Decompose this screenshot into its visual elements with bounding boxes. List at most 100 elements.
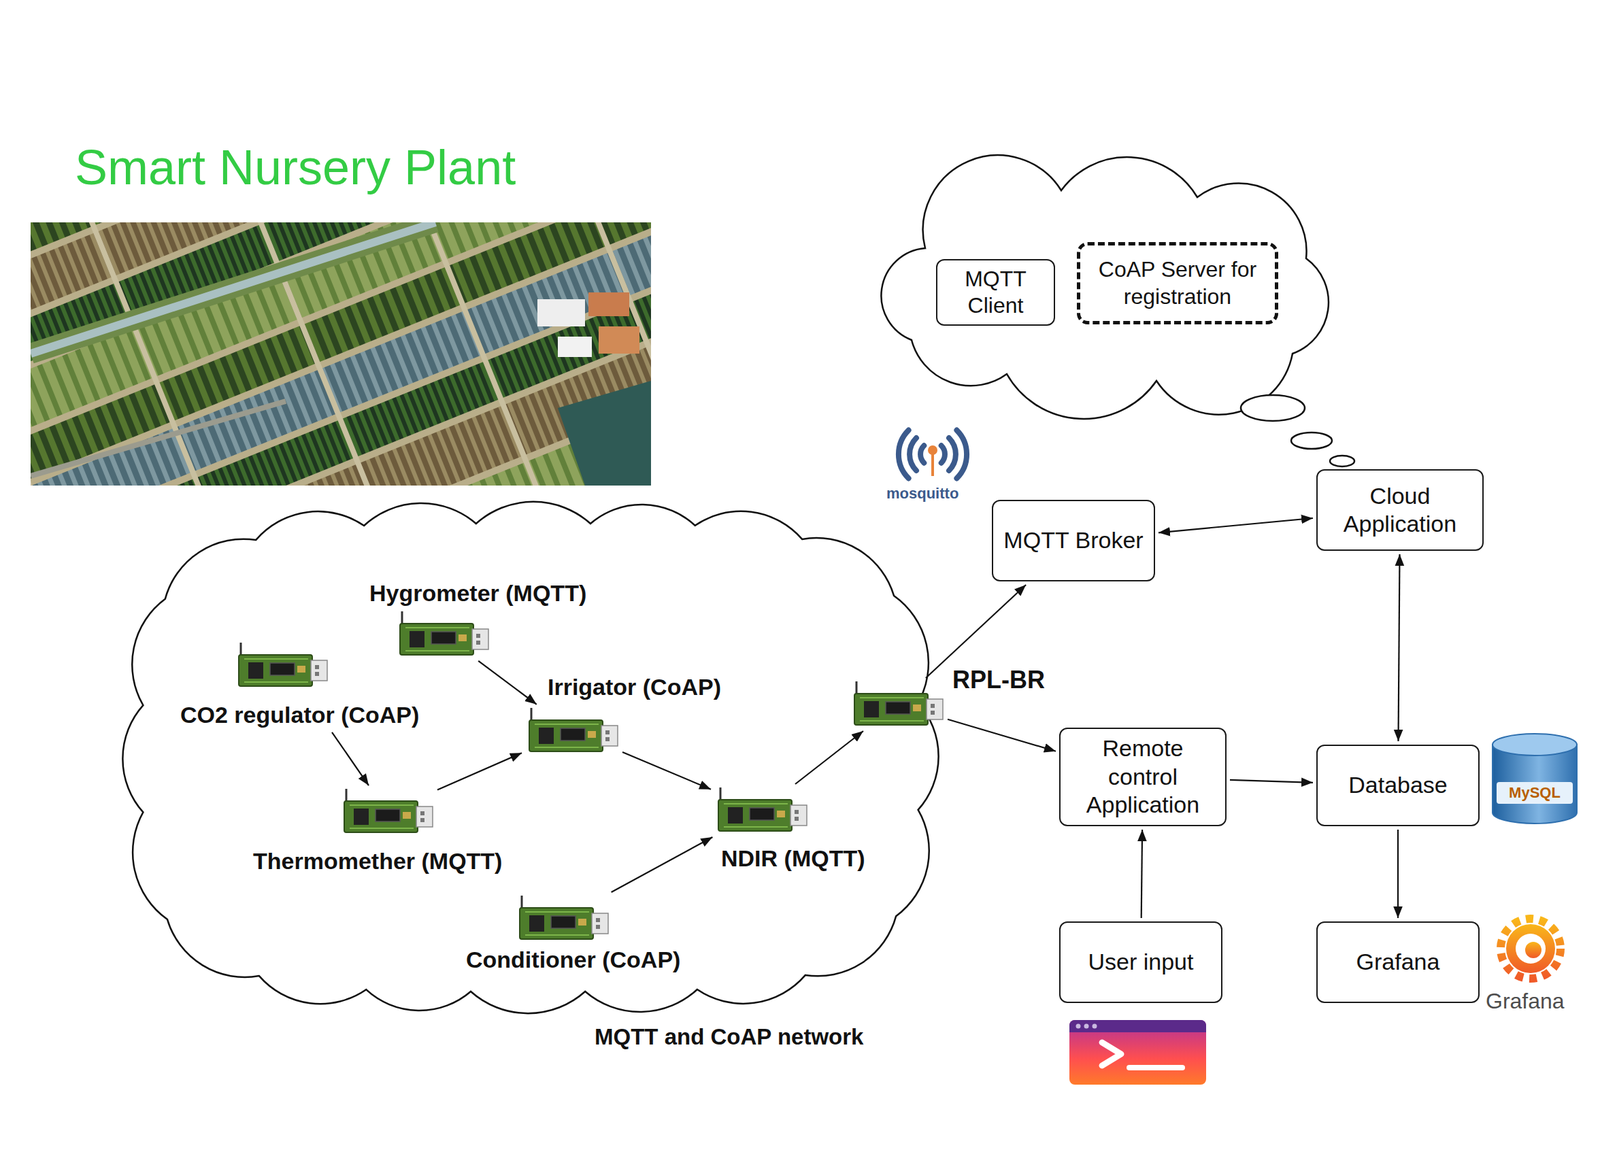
box-text-group: Database	[1348, 771, 1448, 800]
box-text-group: CoAP Server for registration	[1088, 256, 1267, 310]
sensor-label: Irrigator (CoAP)	[547, 673, 722, 702]
box-text-group: MQTT Client	[945, 265, 1046, 320]
box-label: MQTT Client	[945, 265, 1046, 320]
sensor-mote-icon	[234, 642, 329, 690]
mosquitto-icon	[898, 430, 967, 479]
signal-arc	[909, 438, 917, 471]
title-text: Smart Nursery Plant	[74, 142, 516, 192]
box-text-group: Cloud Application	[1325, 482, 1475, 539]
sensor-mote-icon	[525, 708, 620, 755]
aerial-photo	[30, 222, 652, 486]
cylinder-body	[1492, 744, 1577, 824]
terminal-window	[1069, 1020, 1207, 1086]
arrow-connector	[622, 752, 711, 790]
arrow-connector	[331, 732, 369, 786]
label-band	[1496, 782, 1573, 805]
sensor-node: Thermomether (MQTT)	[253, 789, 503, 876]
cloud-outline	[880, 155, 1329, 420]
window-dot	[1092, 1024, 1098, 1030]
cylinder-top	[1492, 734, 1577, 756]
sensor-node: Irrigator (CoAP)	[525, 673, 722, 755]
label-wrap: MySQL	[1496, 783, 1573, 803]
box-label: Database	[1348, 771, 1448, 800]
sensor-label: Hygrometer (MQTT)	[369, 579, 587, 608]
grafana-icon	[1500, 919, 1561, 979]
sensor-mote-icon	[714, 787, 809, 835]
arrow-connector	[1141, 829, 1143, 919]
box-label: User input	[1088, 948, 1194, 977]
gear-ring	[1506, 924, 1556, 974]
mote-board	[717, 787, 807, 832]
gear-teeth	[1500, 919, 1561, 979]
arrow-connector	[1398, 554, 1400, 742]
arrow-connector	[947, 719, 1056, 752]
sensor-mote-icon	[515, 895, 610, 943]
arrow-connector	[478, 661, 537, 705]
mote-board	[853, 681, 943, 726]
building	[557, 336, 592, 358]
process-box: Grafana	[1316, 921, 1480, 1004]
dirt	[30, 222, 652, 486]
box-label: MQTT Broker	[1003, 526, 1143, 555]
sensor-mote-icon	[340, 789, 435, 836]
thought-bubble	[1329, 455, 1355, 467]
building	[598, 326, 640, 354]
sensor-label-group: RPL-BR	[952, 665, 1045, 695]
sensor-label-group: Thermomether (MQTT)	[253, 847, 503, 876]
sensor-label-group: Conditioner (CoAP)	[465, 946, 681, 975]
gear-hole	[1515, 934, 1546, 964]
label-wrap: mosquitto	[886, 484, 959, 504]
prompt-chevron	[1102, 1042, 1122, 1066]
arrow-connector	[795, 731, 864, 785]
sensor-label-group: Irrigator (CoAP)	[547, 673, 722, 702]
antenna-stick	[931, 453, 935, 477]
sensor-label: CO2 regulator (CoAP)	[180, 701, 420, 730]
terminal-icon	[1069, 1020, 1207, 1086]
pond	[557, 380, 652, 486]
sensor-label: Conditioner (CoAP)	[465, 946, 681, 975]
sensor-node: RPL-BR	[850, 665, 1045, 728]
box-text-group: User input	[1088, 948, 1194, 977]
logo-label: MySQL	[1496, 783, 1573, 803]
sensor-label-group: NDIR (MQTT)	[721, 844, 866, 873]
sensor-node: Hygrometer (MQTT)	[369, 579, 587, 658]
process-box: MQTT Client	[936, 259, 1056, 326]
field-rows	[30, 222, 652, 486]
sensor-node: NDIR (MQTT)	[714, 787, 866, 873]
logo-label: mosquitto	[886, 484, 959, 504]
building	[537, 299, 586, 327]
mote-board	[528, 708, 618, 752]
canal-bank	[30, 222, 436, 354]
arrow-connector	[1158, 518, 1313, 533]
process-box: Cloud Application	[1316, 469, 1484, 552]
logo-label: Grafana	[1485, 987, 1565, 1015]
thought-bubble	[1240, 395, 1305, 422]
terminal-bar	[1069, 1020, 1207, 1033]
mote-board	[519, 895, 609, 940]
sensor-mote-icon	[395, 611, 490, 658]
label-wrap: Grafana	[1485, 987, 1565, 1015]
gear-core	[1525, 942, 1542, 959]
terminal-bar	[1069, 1027, 1207, 1033]
sensor-mote-icon	[850, 681, 945, 728]
process-box: User input	[1059, 921, 1223, 1004]
process-box: Database	[1316, 744, 1480, 827]
prompt-cursor	[1129, 1065, 1183, 1071]
network-cloud: MQTT and CoAP networkHygrometer (MQTT)CO…	[115, 510, 946, 1006]
mote-board	[399, 611, 489, 656]
box-text-group: Grafana	[1356, 948, 1441, 977]
sensor-label: Thermomether (MQTT)	[253, 847, 503, 876]
signal-arc	[956, 430, 967, 479]
arrow-connector	[925, 585, 1026, 679]
field-paths	[30, 222, 652, 486]
signal-arc	[898, 430, 909, 479]
box-label: Remote control Application	[1068, 734, 1218, 820]
cloud-path	[122, 502, 939, 1014]
sensor-label-group: Hygrometer (MQTT)	[369, 579, 587, 608]
process-box: Remote control Application	[1059, 727, 1227, 827]
sensor-node: Conditioner (CoAP)	[465, 895, 681, 975]
process-box: MQTT Broker	[991, 500, 1156, 582]
arrow-connector	[611, 837, 713, 893]
building	[588, 292, 630, 317]
